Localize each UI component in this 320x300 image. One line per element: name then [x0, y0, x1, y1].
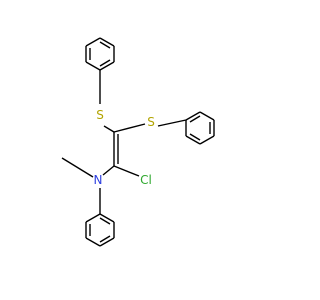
bond — [113, 165, 140, 177]
bond — [85, 37, 101, 47]
bond — [99, 41, 111, 49]
bond — [85, 61, 101, 71]
bond — [113, 123, 146, 133]
bond — [102, 165, 115, 176]
phenyl-ring-bottom — [85, 213, 115, 247]
bond — [99, 213, 115, 223]
bond — [199, 135, 215, 145]
bond — [199, 111, 215, 121]
bond — [99, 37, 115, 47]
nitrogen-atom-label: N — [94, 173, 103, 187]
bond — [99, 61, 115, 71]
sulfur-atom-upper-label: S — [96, 108, 104, 122]
core-bonds — [61, 70, 187, 214]
sulfur-atom-right-label: S — [147, 115, 155, 129]
bond — [99, 235, 111, 243]
molecule-diagram: S S Cl N — [0, 0, 300, 300]
bond — [185, 111, 201, 121]
phenyl-ring-right — [185, 111, 215, 145]
bond — [61, 157, 94, 178]
canvas-background — [0, 0, 300, 300]
bond — [189, 115, 201, 123]
bond — [99, 237, 115, 247]
bond — [185, 135, 201, 145]
bond — [85, 213, 101, 223]
phenyl-ring-top — [85, 37, 115, 71]
bond — [189, 133, 201, 141]
bond — [103, 125, 115, 133]
bond — [99, 59, 111, 67]
chlorine-atom-label: Cl — [140, 173, 152, 187]
bond — [85, 237, 101, 247]
bond — [157, 119, 187, 127]
bond — [99, 217, 111, 225]
